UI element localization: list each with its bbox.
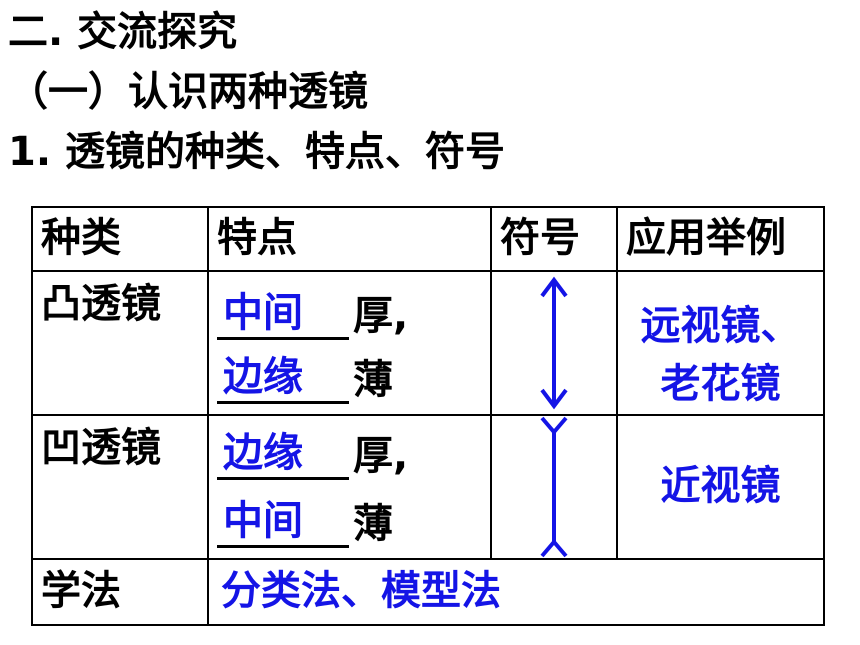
concave-suffix-1: 厚, [353, 433, 409, 479]
convex-suffix-1: 厚, [353, 293, 409, 339]
header-type-cell: 种类 [31, 206, 209, 272]
header-feature: 特点 [217, 215, 297, 261]
header-symbol-cell: 符号 [490, 206, 618, 272]
header-feature-cell: 特点 [207, 206, 492, 272]
concave-answer-1: 边缘 [223, 430, 303, 476]
method-label-cell: 学法 [31, 558, 209, 626]
double-arrow-inward-icon [540, 416, 568, 558]
table-header-row: 种类 特点 符号 应用举例 [31, 206, 825, 272]
table-row-method: 学法 分类法、模型法 [31, 558, 825, 626]
header-application: 应用举例 [626, 215, 786, 261]
convex-application-cell: 远视镜、 老花镜 [616, 270, 825, 416]
subsection-heading: （一）认识两种透镜 [8, 69, 368, 115]
concave-suffix-2: 薄 [353, 501, 393, 547]
convex-application-1: 远视镜、 [640, 303, 801, 349]
method-label: 学法 [41, 568, 121, 614]
header-symbol: 符号 [500, 215, 580, 261]
header-application-cell: 应用举例 [616, 206, 825, 272]
table-row-convex: 凸透镜 中间 厚, 边缘 薄 远 [31, 270, 825, 416]
concave-application-cell: 近视镜 [616, 414, 825, 560]
convex-feature-line2: 边缘 薄 [217, 346, 487, 404]
fill-blank [217, 477, 349, 480]
method-value: 分类法、模型法 [221, 568, 501, 614]
convex-feature-cell: 中间 厚, 边缘 薄 [207, 270, 492, 416]
concave-feature-line2: 中间 薄 [217, 490, 487, 548]
method-value-cell: 分类法、模型法 [207, 558, 825, 626]
convex-answer-1: 中间 [223, 290, 303, 336]
concave-feature-cell: 边缘 厚, 中间 薄 [207, 414, 492, 560]
fill-blank [217, 401, 349, 404]
concave-type-cell: 凹透镜 [31, 414, 209, 560]
convex-type: 凸透镜 [41, 281, 161, 327]
fill-blank [217, 545, 349, 548]
table-row-concave: 凹透镜 边缘 厚, 中间 薄 近 [31, 414, 825, 560]
concave-type: 凹透镜 [41, 425, 161, 471]
convex-feature-line1: 中间 厚, [217, 282, 487, 340]
fill-blank [217, 337, 349, 340]
header-type: 种类 [41, 215, 121, 261]
concave-application: 近视镜 [660, 463, 781, 509]
convex-suffix-2: 薄 [353, 357, 393, 403]
convex-symbol-cell [490, 270, 618, 416]
convex-type-cell: 凸透镜 [31, 270, 209, 416]
convex-application-2: 老花镜 [660, 361, 781, 407]
section-heading: 二. 交流探究 [8, 9, 238, 55]
lens-table: 种类 特点 符号 应用举例 凸透镜 中间 厚, 边缘 薄 [31, 206, 825, 626]
double-arrow-outward-icon [540, 276, 568, 410]
concave-answer-2: 中间 [223, 498, 303, 544]
convex-answer-2: 边缘 [223, 354, 303, 400]
concave-symbol-cell [490, 414, 618, 560]
concave-feature-line1: 边缘 厚, [217, 422, 487, 480]
item-heading: 1. 透镜的种类、特点、符号 [8, 129, 505, 175]
